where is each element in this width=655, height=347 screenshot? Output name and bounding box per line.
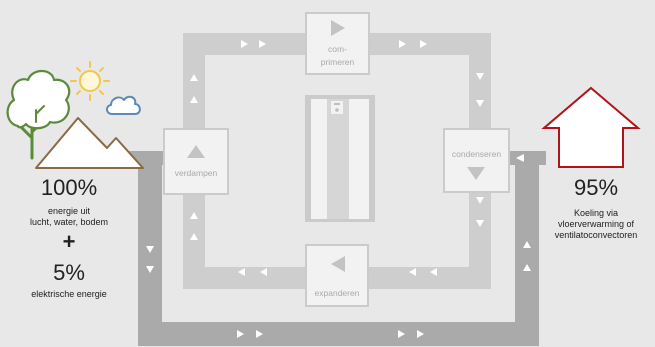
evaporator-label: verdampen: [175, 168, 218, 178]
compressor-label-1: com-: [328, 44, 347, 54]
mountains-icon: [36, 118, 143, 168]
energy-percent: 100%: [18, 177, 120, 199]
energy-source-line-2: lucht, water, bodem: [8, 217, 130, 228]
output-line-3: ventilatoconvectoren: [540, 230, 652, 241]
output-line-2: vloerverwarming of: [540, 219, 652, 230]
expansion-label: expanderen: [315, 288, 360, 298]
cloud-icon: [107, 97, 140, 114]
output-percent: 95%: [555, 177, 637, 199]
condenser-box: condenseren: [443, 128, 510, 193]
energy-source-line-1: energie uit: [8, 206, 130, 217]
sun-icon: [71, 62, 109, 100]
condenser-label: condenseren: [452, 149, 501, 159]
compressor-box: com- primeren: [305, 12, 370, 75]
expansion-box: expanderen: [305, 244, 369, 307]
compressor-label-2: primeren: [321, 57, 355, 67]
house-outline-icon: [544, 88, 638, 167]
electric-energy-label: elektrische energie: [8, 289, 130, 300]
heat-pump-unit-icon: [305, 95, 375, 222]
electric-percent: 5%: [28, 262, 110, 284]
plus-sign: +: [48, 231, 90, 253]
evaporator-box: verdampen: [163, 128, 229, 195]
output-line-1: Koeling via: [540, 208, 652, 219]
